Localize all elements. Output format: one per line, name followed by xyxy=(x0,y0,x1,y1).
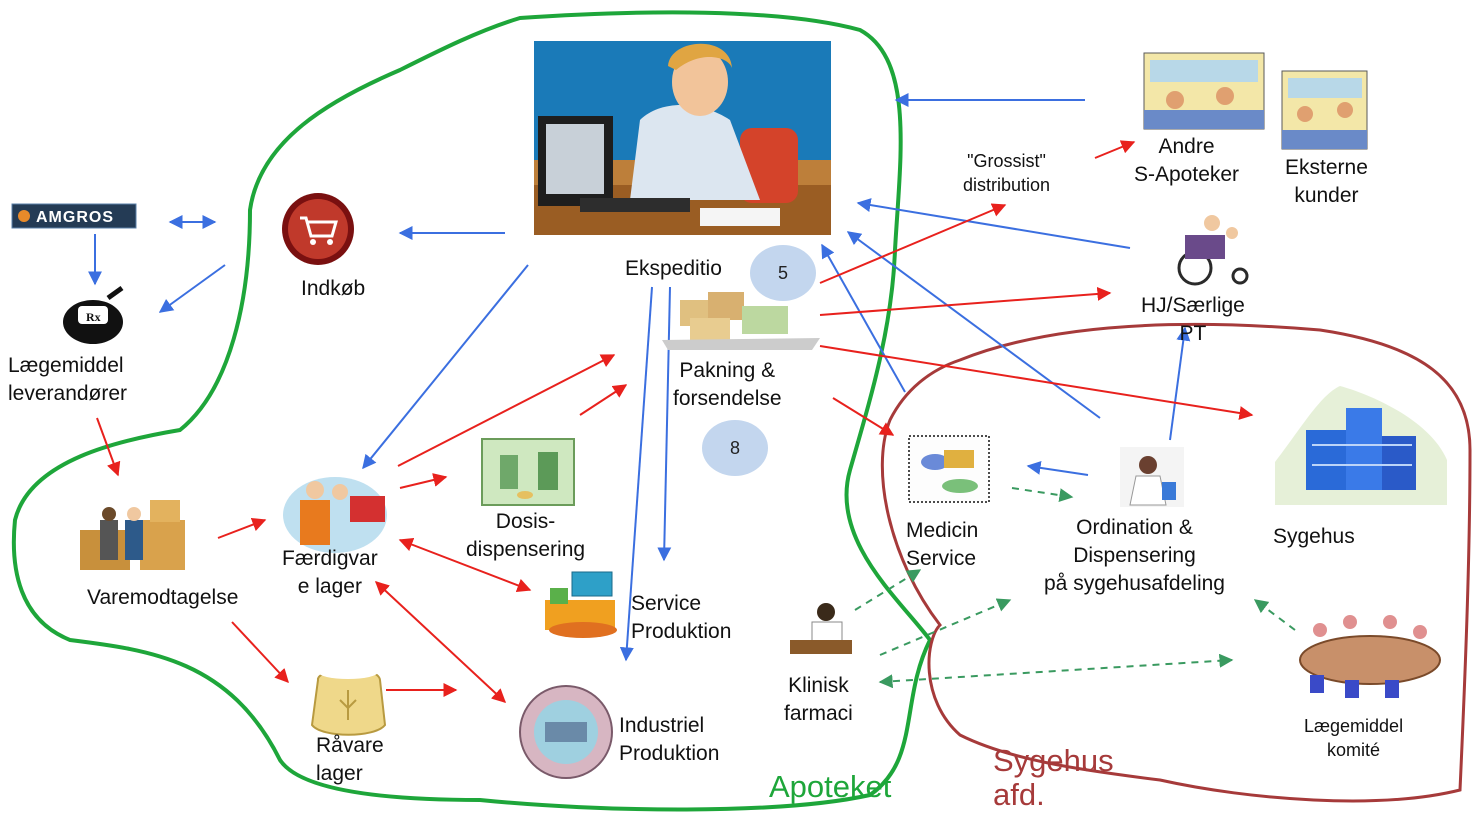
arrow-komite-to-ordination xyxy=(1253,599,1296,631)
production-line-icon xyxy=(519,685,613,779)
arrow-klinisk-komite xyxy=(878,653,1234,689)
arrow-leverandoer-to-varemodtagelse xyxy=(96,417,121,477)
pharmacy-counter-icon xyxy=(1143,52,1265,130)
mortar-pestle-icon: Rx xyxy=(63,285,124,344)
node-klinisk-farmaci: Klinisk farmaci xyxy=(784,674,853,725)
node-andre-s-apoteker: Andre S-Apoteker xyxy=(1134,135,1240,186)
node-pakning-forsendelse: Pakning & forsendelse xyxy=(673,359,782,410)
warehouse-workers-icon xyxy=(80,500,185,570)
region-label-apoteket: Apoteket xyxy=(769,769,892,804)
node-hj-saerlige-pt: HJ/Særlige PT xyxy=(1141,294,1245,345)
arrow-ordination-to-medicin xyxy=(1026,460,1089,476)
arrow-varemodtagelse-to-faerdigvare xyxy=(217,517,267,539)
node-service-produktion: Service Produktion xyxy=(631,592,732,643)
node-medicin-service: Medicin Service xyxy=(906,519,979,570)
arrow-medicin-to-ekspedition xyxy=(821,243,906,393)
apoteket-region-outline xyxy=(11,10,933,812)
hospital-building-icon xyxy=(1275,386,1447,505)
scale-icon xyxy=(545,571,617,638)
arrow-pakning-to-sygehus xyxy=(819,345,1254,420)
customer-counter-icon xyxy=(1281,70,1368,150)
arrow-pakning-to-hj xyxy=(819,286,1112,316)
shopping-cart-icon xyxy=(282,193,354,265)
node-varemodtagelse: Varemodtagelse xyxy=(87,586,239,609)
arrow-ordination-to-hj xyxy=(1169,326,1191,441)
node-faerdigvarelager: Færdigvar e lager xyxy=(282,547,378,598)
arrow-ekspedition-to-industriel xyxy=(619,286,653,662)
region-label-sygehus-afd: Sygehus afd. xyxy=(993,743,1114,812)
sygehus-region-outline xyxy=(880,322,1472,803)
arrow-faerdigvare-industriel xyxy=(374,581,507,703)
pharmacist-desk-icon xyxy=(790,603,852,654)
node-laegemiddel-leverandoerer: Lægemiddel leverandører xyxy=(8,354,128,405)
node-industriel-produktion: Industriel Produktion xyxy=(619,714,720,765)
arrow-dosis-to-pakning xyxy=(579,384,628,416)
arrow-varemodtagelse-to-raavare xyxy=(231,621,289,684)
arrow-faerdigvare-service xyxy=(398,537,532,593)
svg-text:AMGROS: AMGROS xyxy=(36,209,114,226)
shop-counter-icon xyxy=(283,477,387,553)
node-eksterne-kunder: Eksterne kunder xyxy=(1285,156,1368,207)
arrow-hj-to-ekspedition xyxy=(856,198,1131,249)
arrow-pakning-to-medicin xyxy=(832,397,895,436)
meeting-table-icon xyxy=(1299,615,1441,698)
node-ordination-dispensering: Ordination & Dispensering på sygehusafde… xyxy=(1044,516,1225,595)
arrow-indkoeb-to-leverandoer xyxy=(158,264,226,313)
medicine-tray-icon xyxy=(908,435,990,503)
node-sygehus: Sygehus xyxy=(1273,525,1355,548)
node-raavarelager: Råvare lager xyxy=(316,734,384,785)
doctor-icon xyxy=(1120,447,1184,507)
ekspedition-illustration xyxy=(534,41,831,235)
arrow-ekspedition-to-grossist xyxy=(819,203,1007,284)
node-ekspedition: Ekspeditio xyxy=(625,257,722,280)
badge-eight: 8 xyxy=(702,420,768,476)
wheelchair-icon xyxy=(1177,215,1249,286)
flour-sack-icon xyxy=(310,665,387,736)
arrow-ordination-to-ekspedition xyxy=(846,231,1101,419)
node-laegemiddel-komite: Lægemiddel komité xyxy=(1304,716,1404,760)
node-grossist-distribution: "Grossist" distribution xyxy=(963,151,1051,195)
amgros-logo: AMGROS xyxy=(11,203,137,229)
pills-bottles-icon xyxy=(481,438,575,506)
arrow-ekspedition-to-faerdigvarelager xyxy=(362,264,529,470)
parcel-boxes-icon xyxy=(662,292,820,350)
arrow-grossist-to-s-apoteker xyxy=(1094,140,1136,159)
arrow-faerdigvare-to-pakning xyxy=(397,354,616,467)
arrow-medicin-to-ordination xyxy=(1011,487,1074,503)
arrow-ekspedition-to-service xyxy=(657,286,672,562)
arrow-faerdigvare-to-dosis xyxy=(399,473,448,489)
node-dosisdispensering: Dosis- dispensering xyxy=(466,510,586,561)
svg-text:Rx: Rx xyxy=(86,310,101,324)
badge-five: 5 xyxy=(750,245,816,301)
arrow-klinisk-to-ordination xyxy=(879,598,1012,656)
node-indkoeb: Indkøb xyxy=(301,277,366,300)
